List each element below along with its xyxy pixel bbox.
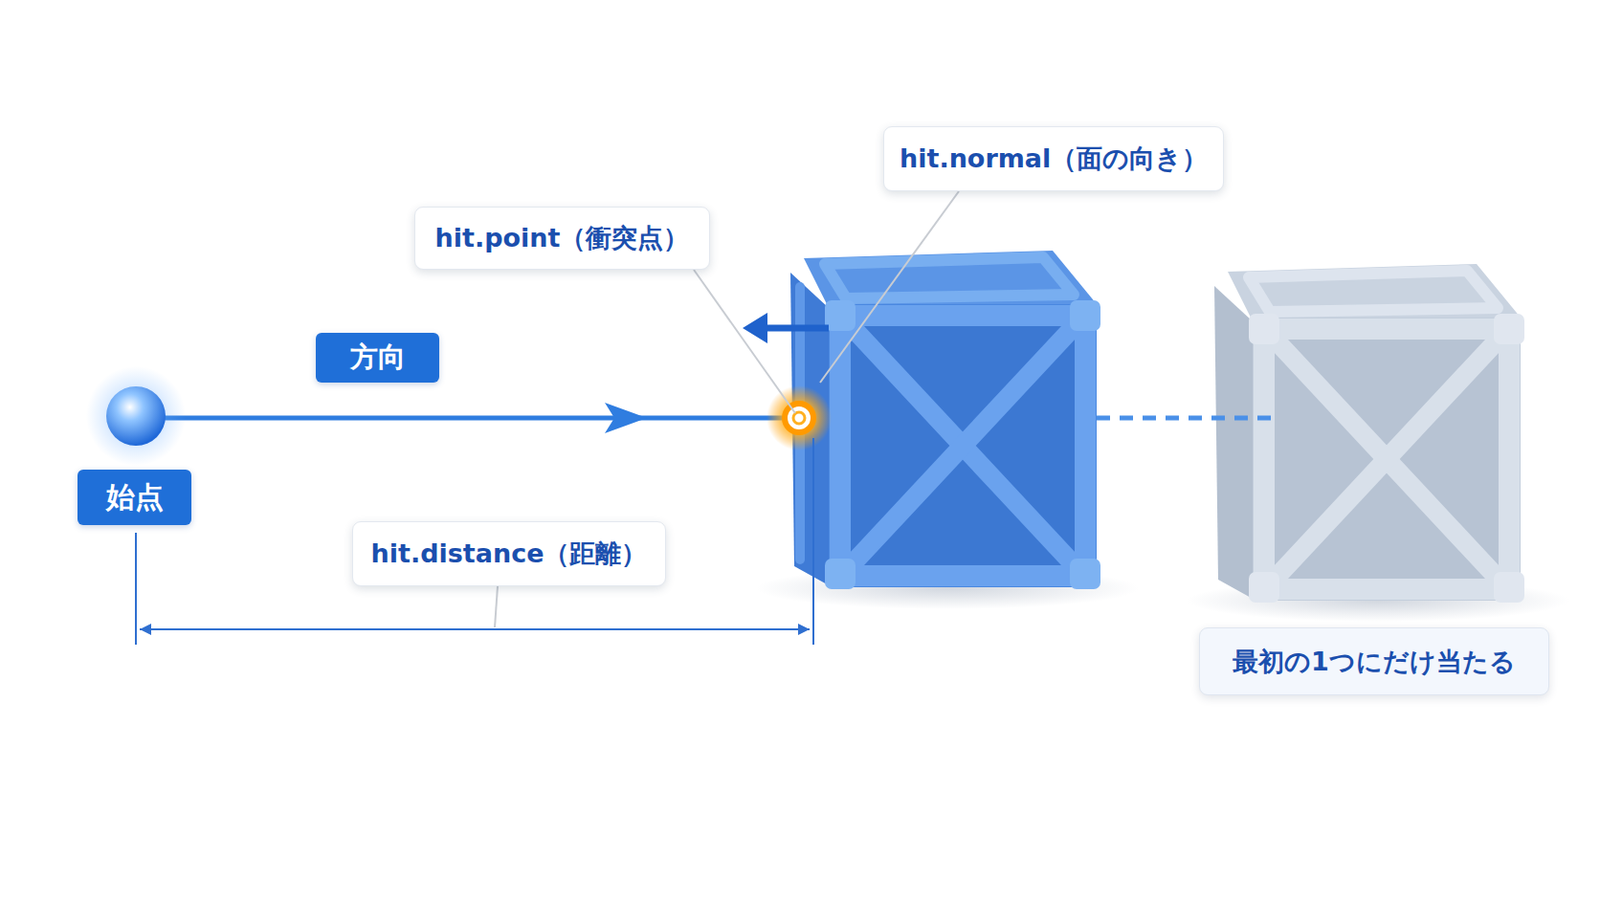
label-text: hit.normal（面の向き） (899, 141, 1208, 177)
crate-corner (824, 558, 856, 590)
callout-box: hit.normal（面の向き） (883, 126, 1224, 192)
dimension-line (139, 628, 810, 631)
dimension-arrowhead (139, 623, 152, 636)
crate-side (1214, 286, 1253, 600)
missed-crate (1214, 264, 1525, 603)
crate-brace (1280, 345, 1493, 574)
crate-brace (1280, 345, 1493, 574)
crate-top-frame (1248, 270, 1498, 312)
origin-sphere (106, 386, 166, 446)
normal-arrow (761, 325, 829, 333)
crate-corner (1069, 558, 1101, 590)
ray-line (164, 416, 795, 422)
ray-continuation (1096, 416, 1279, 422)
label-text: 始点 (106, 478, 164, 518)
crate-corner (1493, 572, 1525, 603)
normal-arrowhead (742, 312, 768, 344)
crate-front (1252, 317, 1521, 601)
dimension-arrowhead (798, 623, 810, 636)
hit-crate (790, 250, 1101, 590)
note-box: 最初の1つにだけ当たる (1199, 627, 1550, 696)
hit-marker-core (793, 412, 805, 424)
crate-corner (1248, 313, 1280, 345)
crate-top (1227, 264, 1521, 322)
crate-front (828, 304, 1097, 588)
crate-corner (824, 300, 856, 332)
crate-brace (856, 332, 1069, 560)
callout-box: hit.point（衝突点） (414, 206, 711, 270)
hit-marker (784, 403, 814, 433)
crate-corner (1493, 313, 1525, 345)
crate-brace (856, 332, 1069, 560)
crate-frame (1264, 329, 1510, 590)
dimension-tick (134, 533, 137, 645)
crate-panel (1274, 339, 1499, 579)
label-text: hit.distance（距離） (371, 536, 648, 572)
hit-glow (766, 385, 832, 451)
leader-line (494, 586, 498, 628)
crate-frame (840, 315, 1086, 577)
crate-corner (1069, 300, 1101, 332)
origin-glow (86, 366, 186, 467)
crate-corner (1248, 572, 1280, 603)
label-text: hit.point（衝突点） (435, 221, 690, 256)
tag-box: 始点 (77, 469, 192, 526)
tag-box: 方向 (315, 333, 440, 383)
dimension-tick (812, 438, 815, 645)
ray-arrowhead (604, 402, 647, 434)
label-text: 最初の1つにだけ当たる (1232, 644, 1516, 680)
crate-top-frame (824, 257, 1074, 299)
crate-panel (850, 326, 1075, 566)
label-text: 方向 (350, 338, 406, 378)
callout-box: hit.distance（距離） (352, 521, 667, 587)
leader-line (820, 191, 959, 383)
leader-line (693, 269, 796, 414)
crate-top (803, 250, 1097, 309)
